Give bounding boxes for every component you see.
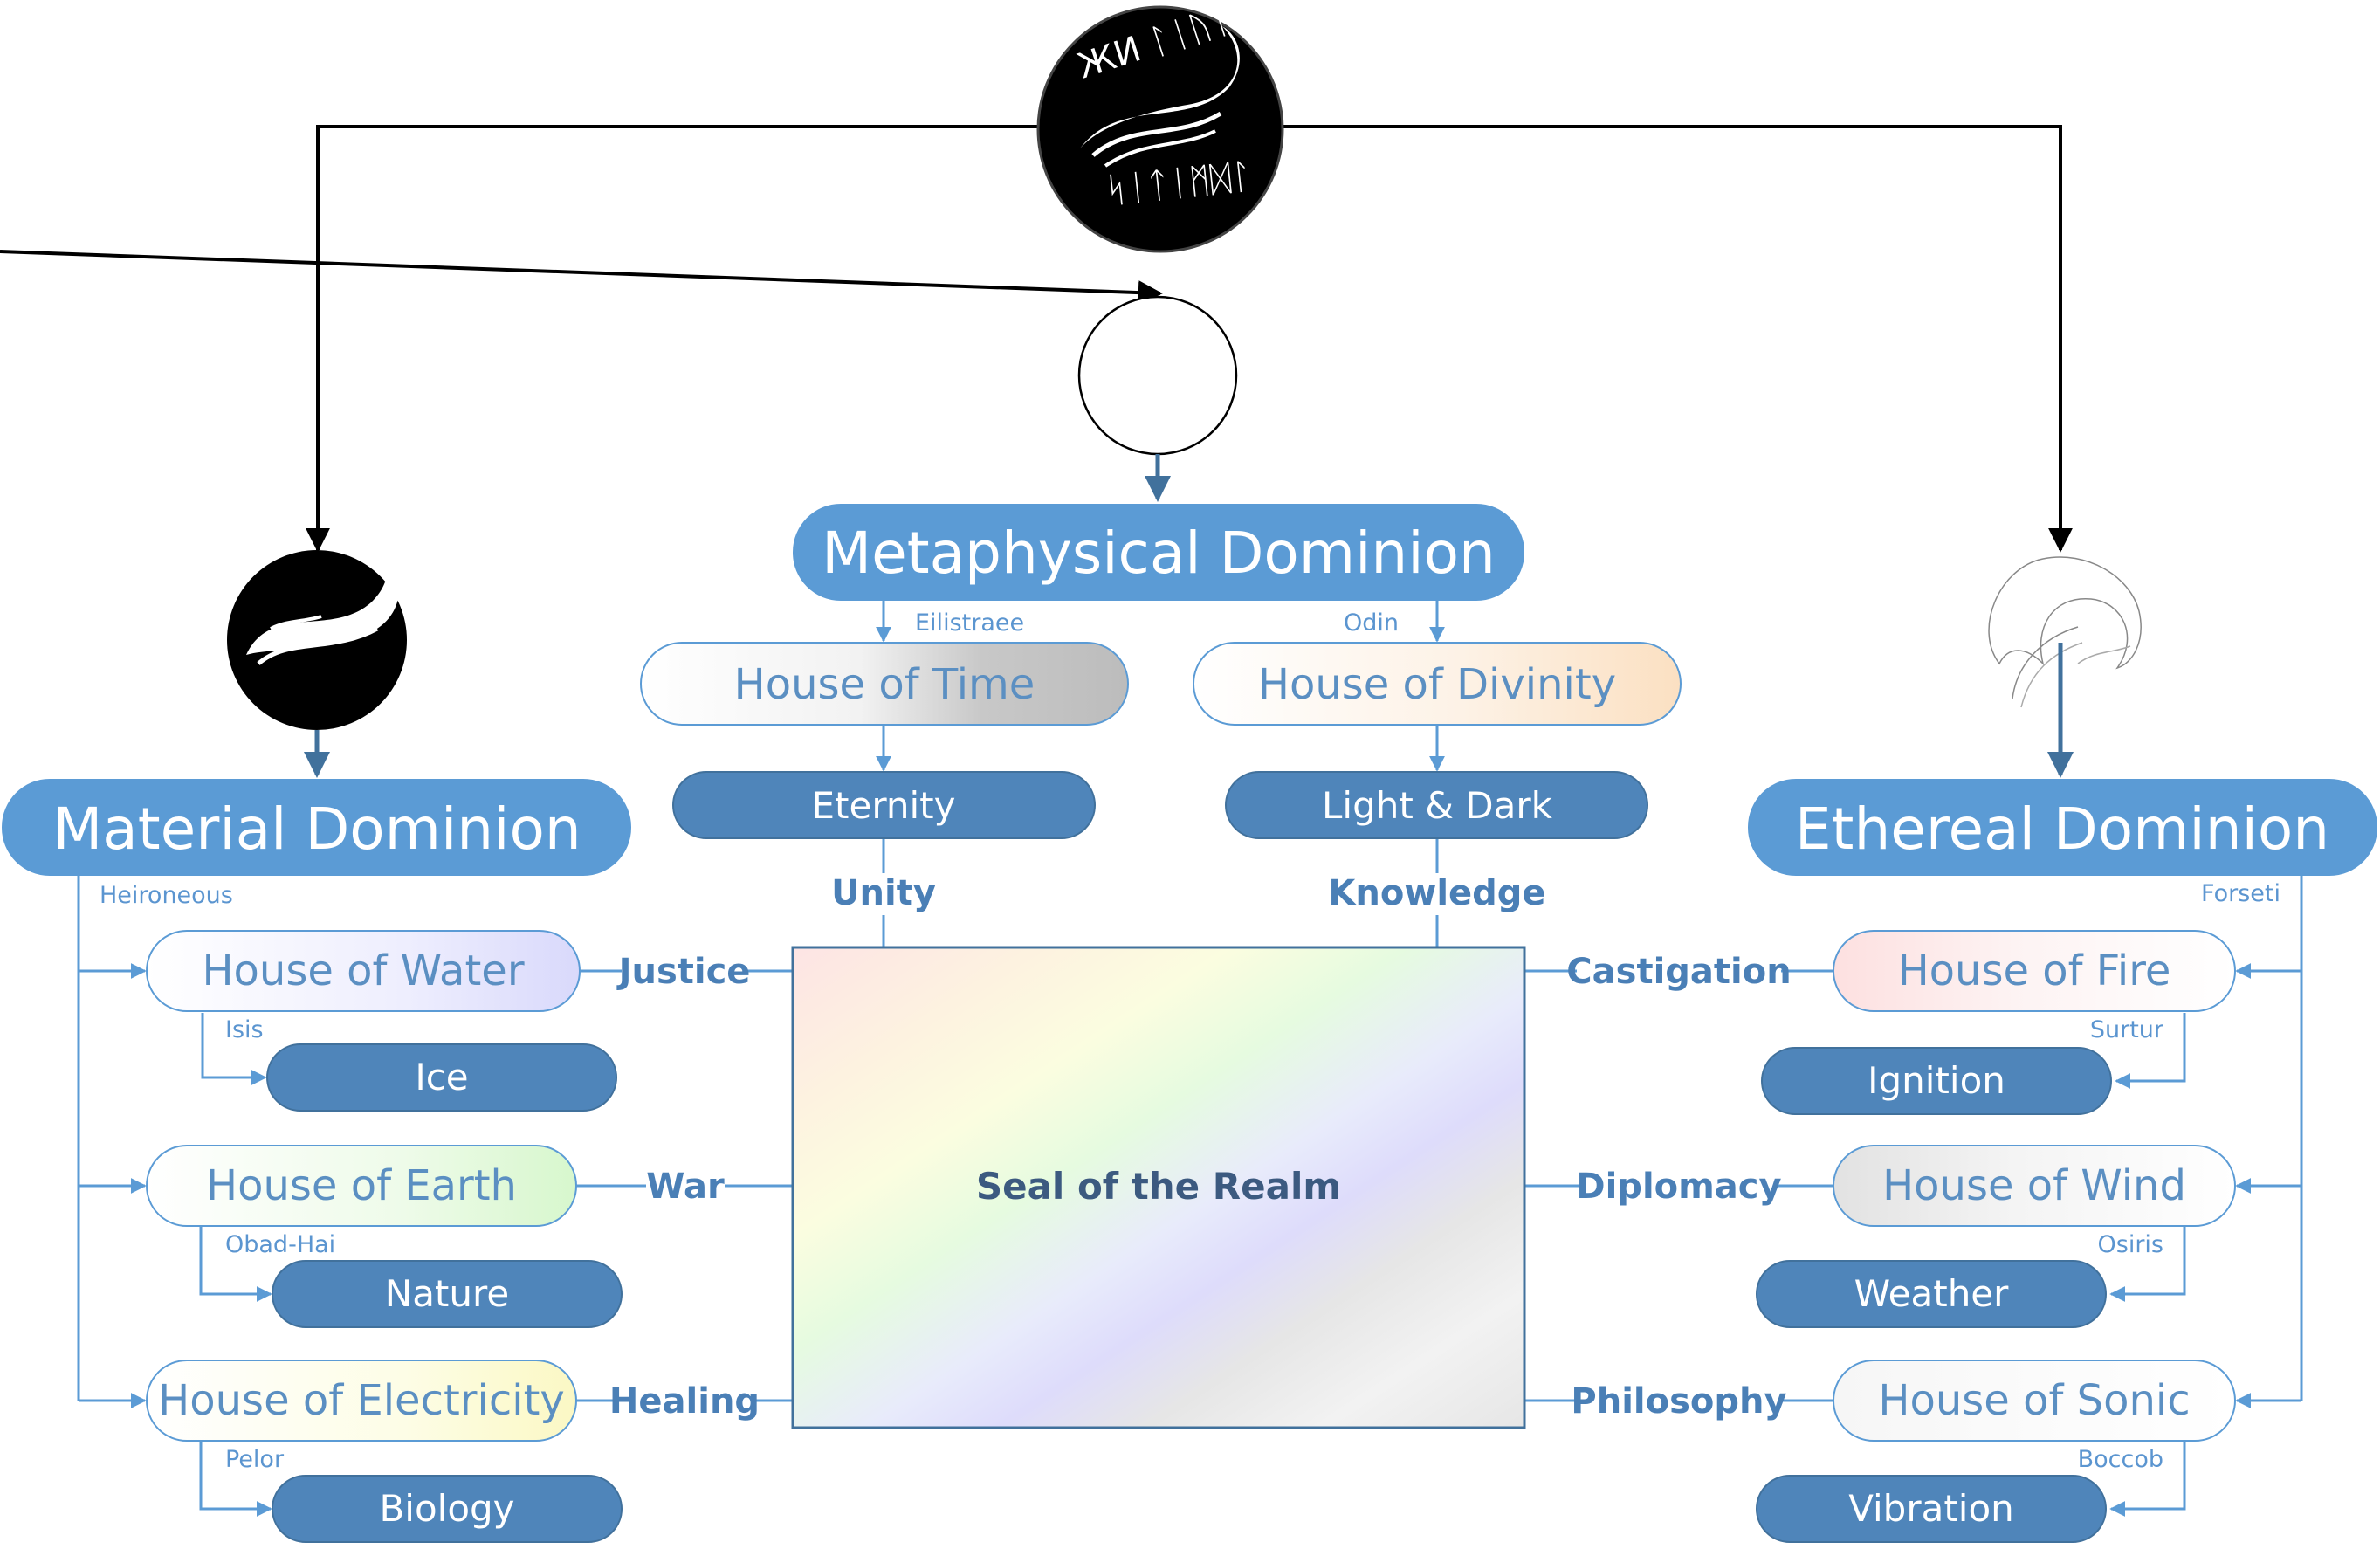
sphere-light-dark: Light & Dark [1322, 784, 1553, 827]
relation-diplomacy: Diplomacy [1576, 1167, 1781, 1207]
material-yin-yang-icon [227, 548, 407, 730]
seal-of-the-realm: Seal of the Realm [791, 946, 1526, 1429]
deity-forseti: Forseti [2201, 880, 2280, 907]
relation-healing: Healing [609, 1381, 760, 1422]
sphere-eternity: Eternity [812, 784, 956, 827]
relation-castigation: Castigation [1566, 952, 1791, 992]
metaphysical-dominion: Metaphysical Dominion [793, 504, 1524, 601]
house-water-label: House of Water [202, 947, 524, 995]
deity-boccob: Boccob [2078, 1446, 2163, 1473]
house-sonic-label: House of Sonic [1878, 1376, 2190, 1425]
deity-eilistraee: Eilistraee [915, 609, 1024, 637]
relation-philosophy: Philosophy [1571, 1381, 1786, 1422]
deity-isis: Isis [225, 1016, 264, 1043]
sphere-nature: Nature [385, 1272, 509, 1315]
house-fire-label: House of Fire [1898, 947, 2171, 995]
yin-yang-rune-icon: ЖИ ᛚᛁᚢᛁᛋᛉᛗᛞ ᛋᛁᛏᛁᛗᛞᛚ [1036, 0, 1316, 253]
metaphysical-title: Metaphysical Dominion [822, 520, 1496, 587]
material-title: Material Dominion [52, 795, 581, 863]
deity-pelor: Pelor [225, 1446, 285, 1473]
deity-obad-hai: Obad-Hai [225, 1231, 335, 1258]
house-of-wind: House of Wind Osiris Weather Diplomacy [1576, 1145, 2236, 1328]
house-of-time: Eilistraee House of Time Eternity Unity [640, 609, 1129, 913]
sphere-vibration: Vibration [1848, 1487, 2014, 1530]
house-earth-label: House of Earth [206, 1161, 517, 1210]
deity-heironeous: Heironeous [100, 882, 233, 909]
sphere-ignition: Ignition [1868, 1059, 2005, 1102]
empty-circle-icon [1077, 295, 1238, 456]
ethereal-title: Ethereal Dominion [1795, 795, 2329, 863]
house-wind-label: House of Wind [1882, 1161, 2186, 1210]
deity-odin: Odin [1344, 609, 1399, 637]
material-dominion: Material Dominion Heironeous [2, 779, 631, 909]
relation-unity: Unity [831, 873, 936, 913]
deity-osiris: Osiris [2098, 1231, 2164, 1258]
house-of-fire: House of Fire Surtur Ignition Castigatio… [1566, 930, 2236, 1115]
deity-surtur: Surtur [2090, 1016, 2164, 1043]
house-of-earth: House of Earth Obad-Hai Nature War [146, 1145, 725, 1328]
relation-knowledge: Knowledge [1328, 873, 1545, 913]
house-time-label: House of Time [734, 660, 1035, 709]
seal-label: Seal of the Realm [976, 1165, 1341, 1208]
top-connectors [0, 125, 2073, 553]
sphere-biology: Biology [379, 1487, 514, 1530]
relation-war: War [646, 1167, 725, 1207]
house-of-water: House of Water Isis Ice Justice [146, 930, 751, 1112]
blue-connectors [77, 601, 2303, 1517]
ethereal-dominion: Ethereal Dominion Forseti [1748, 779, 2377, 907]
house-electricity-label: House of Electricity [158, 1376, 565, 1425]
sphere-weather: Weather [1854, 1272, 2010, 1315]
ethereal-wisp-icon [1988, 556, 2142, 708]
relation-justice: Justice [616, 952, 751, 992]
house-of-divinity: Odin House of Divinity Light & Dark Know… [1193, 609, 1682, 913]
house-of-electricity: House of Electricity Pelor Biology Heali… [146, 1360, 760, 1543]
sphere-ice: Ice [415, 1056, 468, 1098]
house-divinity-label: House of Divinity [1258, 660, 1616, 709]
house-of-sonic: House of Sonic Boccob Vibration Philosop… [1571, 1360, 2236, 1543]
